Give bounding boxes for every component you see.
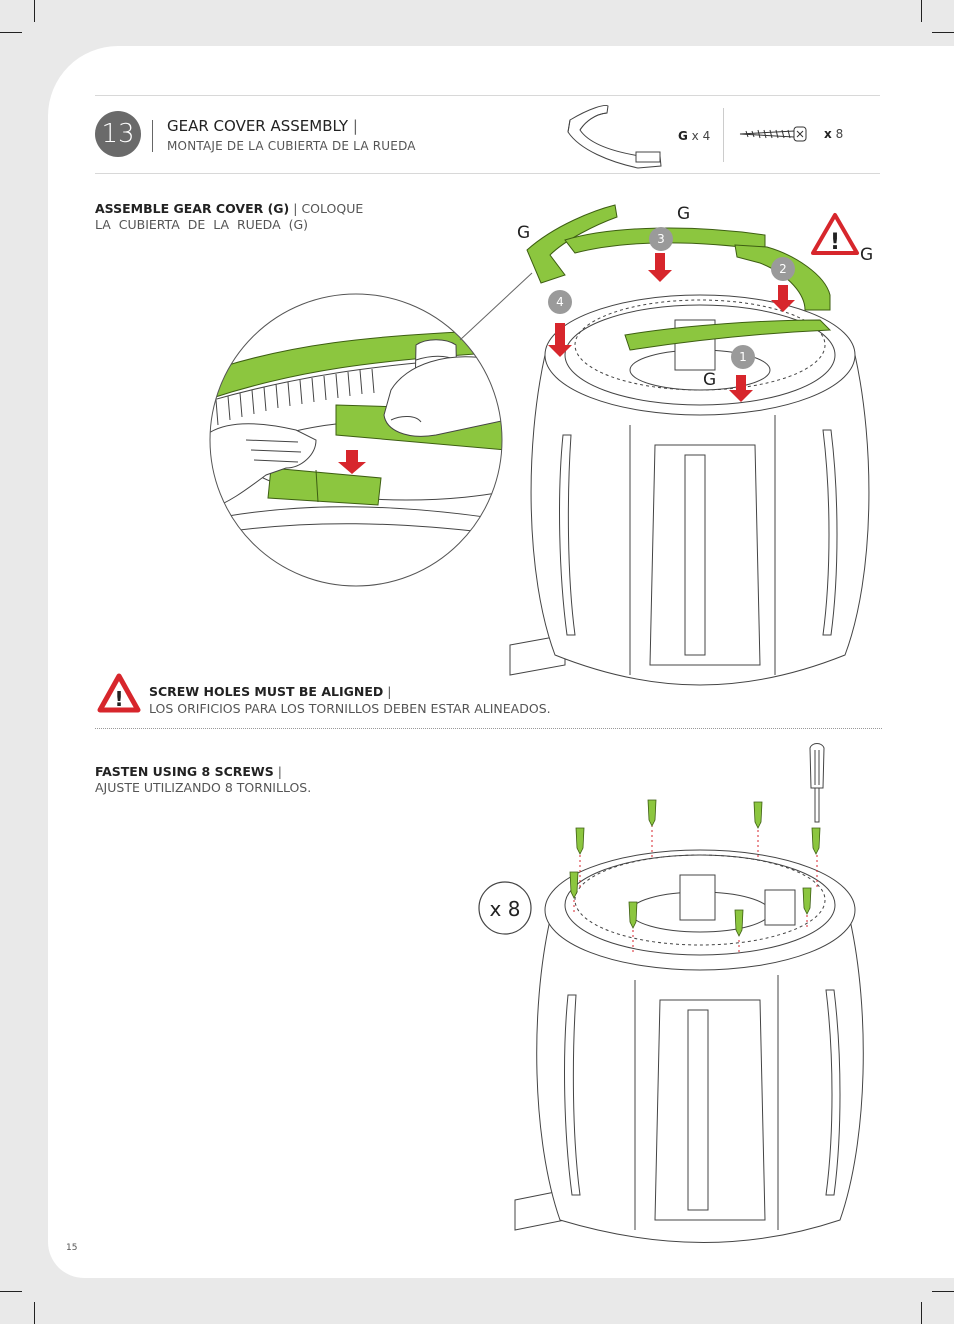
composter-screws-illustration: [514, 743, 864, 1243]
part-label-g: G: [677, 204, 690, 224]
order-badge-2: 2: [779, 262, 787, 276]
instruction-assemble: ASSEMBLE GEAR COVER (G) | COLOQUE LA CUB…: [95, 201, 364, 232]
part-g-qty: G x 4: [678, 129, 711, 143]
gear-cover-part-icon: [567, 105, 662, 169]
screw-part-icon: [739, 126, 807, 142]
step-subtitle: MONTAJE DE LA CUBIERTA DE LA RUEDA: [167, 139, 416, 153]
warning-text: SCREW HOLES MUST BE ALIGNED | LOS ORIFIC…: [149, 684, 551, 716]
detail-zoom-illustration: [209, 293, 503, 587]
title-divider: [152, 120, 153, 152]
part-screw-qty: x 8: [824, 127, 844, 141]
step-number-badge: 13: [95, 111, 141, 157]
section-divider: [95, 728, 882, 729]
order-badge-4: 4: [556, 295, 564, 309]
crop-mark: [921, 0, 922, 22]
crop-mark: [34, 0, 35, 22]
step-title: GEAR COVER ASSEMBLY |: [167, 117, 358, 135]
header-rule-top: [95, 95, 880, 96]
warning-exclamation: !: [830, 230, 840, 255]
header-rule-bottom: [95, 173, 880, 174]
instruction-fasten: FASTEN USING 8 SCREWS | AJUSTE UTILIZAND…: [95, 764, 312, 795]
crop-mark: [932, 32, 954, 33]
order-badge-1: 1: [739, 350, 747, 364]
page-number: 15: [66, 1243, 78, 1253]
warning-icon: !: [97, 673, 141, 713]
svg-text:!: !: [114, 687, 123, 711]
crop-mark: [34, 1302, 35, 1324]
parts-divider: [723, 108, 724, 162]
crop-mark: [0, 1291, 22, 1292]
composter-gear-cover-illustration: 1 2 3 4 G G G G !: [509, 204, 873, 686]
crop-mark: [921, 1302, 922, 1324]
quantity-x8-badge: x 8: [478, 881, 532, 935]
part-label-g: G: [517, 223, 530, 243]
svg-text:x 8: x 8: [490, 897, 521, 921]
order-badge-3: 3: [657, 232, 665, 246]
crop-mark: [932, 1291, 954, 1292]
crop-mark: [0, 32, 22, 33]
part-label-g: G: [703, 370, 716, 390]
part-label-g: G: [860, 245, 873, 265]
